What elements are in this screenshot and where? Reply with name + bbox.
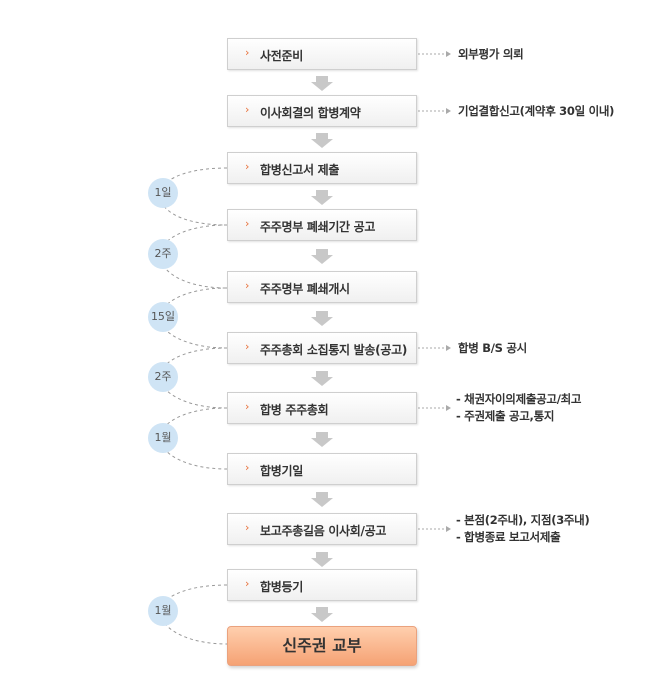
step-prep: › 사전준비 xyxy=(227,38,417,70)
duration-badge: 1일 xyxy=(148,178,178,208)
step-shareholders-meeting: › 합병 주주총회 xyxy=(227,392,417,424)
chevron-right-icon: › xyxy=(245,461,250,474)
down-arrow xyxy=(311,607,333,622)
side-connectors xyxy=(418,53,446,530)
step-label: 주주총회 소집통지 발송(공고) xyxy=(260,343,408,357)
step-label: 주주명부 폐쇄기간 공고 xyxy=(260,220,376,234)
chevron-right-icon: › xyxy=(245,340,250,353)
chevron-right-icon: › xyxy=(245,160,250,173)
step-closure-start: › 주주명부 폐쇄개시 xyxy=(227,271,417,303)
step-label: 보고주총길음 이사회/공고 xyxy=(260,524,387,538)
step-label: 주주명부 폐쇄개시 xyxy=(260,282,350,296)
down-arrow xyxy=(311,249,333,264)
step-label: 합병신고서 제출 xyxy=(260,163,340,177)
down-arrow xyxy=(311,432,333,447)
note-meeting-actions: - 채권자이의제출공고/최고 - 주권제출 공고,통지 xyxy=(456,391,581,425)
down-arrow xyxy=(311,492,333,507)
note-report-actions: - 본점(2주내), 지점(3주내) - 합병종료 보고서제출 xyxy=(456,512,590,546)
note-balance-sheet: 합병 B/S 공시 xyxy=(458,341,527,355)
note-line: - 채권자이의제출공고/최고 xyxy=(456,392,582,406)
chevron-right-icon: › xyxy=(245,103,250,116)
step-filing: › 합병신고서 제출 xyxy=(227,152,417,184)
chevron-right-icon: › xyxy=(245,46,250,59)
step-registration: › 합병등기 xyxy=(227,569,417,601)
chevron-right-icon: › xyxy=(245,217,250,230)
note-line: - 주권제출 공고,통지 xyxy=(456,409,555,423)
duration-badge: 1월 xyxy=(148,596,178,626)
duration-badge: 2주 xyxy=(148,239,178,269)
chevron-right-icon: › xyxy=(245,400,250,413)
down-arrow xyxy=(311,371,333,386)
duration-badge: 1월 xyxy=(148,423,178,453)
step-label: 사전준비 xyxy=(260,49,303,63)
chevron-right-icon: › xyxy=(245,577,250,590)
down-arrow xyxy=(311,133,333,148)
down-arrow xyxy=(311,311,333,326)
final-step-label: 신주권 교부 xyxy=(282,636,362,655)
step-new-share-issuance: 신주권 교부 xyxy=(227,626,417,666)
down-arrow xyxy=(311,190,333,205)
note-line: - 합병종료 보고서제출 xyxy=(456,530,561,544)
step-label: 이사회결의 합병계약 xyxy=(260,106,361,120)
chevron-right-icon: › xyxy=(245,279,250,292)
step-label: 합병기일 xyxy=(260,464,303,478)
note-external-valuation: 외부평가 의뢰 xyxy=(458,47,524,61)
step-label: 합병 주주총회 xyxy=(260,403,329,417)
duration-arcs xyxy=(159,167,228,645)
note-merger-filing: 기업결합신고(계약후 30일 이내) xyxy=(458,104,615,118)
step-report-meeting: › 보고주총길음 이사회/공고 xyxy=(227,513,417,545)
step-meeting-notice: › 주주총회 소집통지 발송(공고) xyxy=(227,332,417,364)
duration-badge: 2주 xyxy=(148,362,178,392)
side-connector-heads xyxy=(446,51,451,532)
step-label: 합병등기 xyxy=(260,580,303,594)
step-board-resolution: › 이사회결의 합병계약 xyxy=(227,95,417,127)
step-closure-notice: › 주주명부 폐쇄기간 공고 xyxy=(227,209,417,241)
down-arrow xyxy=(311,76,333,91)
down-arrow xyxy=(311,552,333,567)
duration-badge: 15일 xyxy=(148,302,178,332)
chevron-right-icon: › xyxy=(245,521,250,534)
note-line: - 본점(2주내), 지점(3주내) xyxy=(456,513,590,527)
step-merger-date: › 합병기일 xyxy=(227,453,417,485)
down-arrows xyxy=(311,76,333,622)
